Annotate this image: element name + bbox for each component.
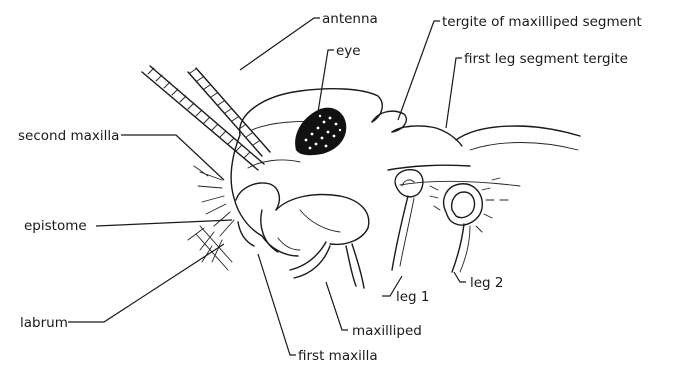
label-first-maxilla: first maxilla — [298, 348, 378, 364]
leader-labrum — [68, 244, 224, 322]
legs-drawing — [392, 196, 470, 272]
leader-first-leg-tergite — [446, 58, 462, 128]
label-eye: eye — [336, 43, 361, 59]
label-maxilliped: maxilliped — [352, 323, 422, 339]
leader-leg2 — [454, 272, 466, 282]
leader-second-maxilla — [121, 135, 224, 180]
label-antenna: antenna — [322, 11, 378, 27]
leader-epistome — [96, 220, 232, 226]
head-capsule — [231, 89, 382, 236]
label-labrum: labrum — [20, 315, 68, 331]
leader-eye — [318, 50, 334, 112]
leader-first-maxilla — [258, 254, 296, 355]
label-tergite-maxilliped: tergite of maxilliped segment — [442, 14, 642, 30]
leader-antenna — [240, 18, 320, 70]
labels: antenna eye tergite of maxilliped segmen… — [18, 11, 642, 364]
label-first-leg-tergite: first leg segment tergite — [464, 51, 628, 67]
mouthparts-drawing — [236, 183, 369, 288]
antennae-drawing — [142, 66, 270, 170]
head-bristles — [188, 166, 234, 270]
label-second-maxilla: second maxilla — [18, 128, 119, 144]
eye-drawing — [295, 108, 346, 156]
leader-tergite-maxilliped — [398, 21, 440, 120]
label-leg2: leg 2 — [470, 275, 504, 291]
label-leg1: leg 1 — [396, 289, 430, 305]
label-epistome: epistome — [24, 218, 87, 234]
leader-maxilliped — [326, 282, 348, 330]
